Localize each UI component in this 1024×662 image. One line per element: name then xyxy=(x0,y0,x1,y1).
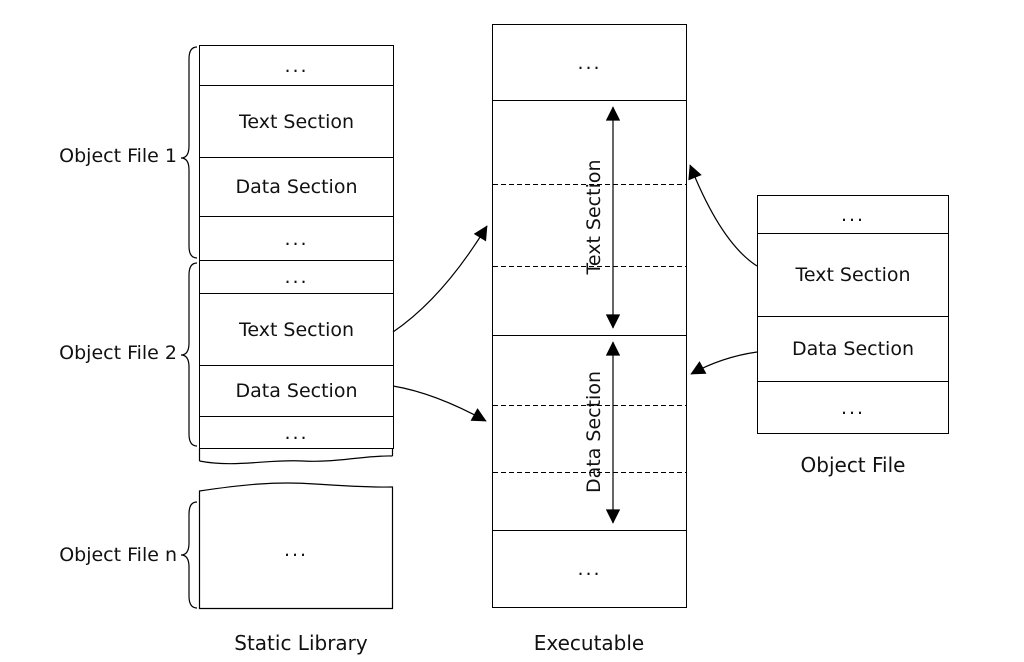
object-file-caption: Object File xyxy=(800,453,906,477)
executable-row-ellipsis-top: ... xyxy=(493,25,686,101)
objfile2-row-text-section: Text Section xyxy=(200,294,393,366)
static-library-box: ... Text Section Data Section ... ... Te… xyxy=(199,45,394,449)
object-file-n-label: Object File n xyxy=(59,544,177,566)
objfile-row-ellipsis-top: ... xyxy=(758,196,948,234)
executable-box: ... ... xyxy=(492,24,687,608)
executable-data-section-label: Data Section xyxy=(583,371,605,493)
objfile-row-text-section: Text Section xyxy=(758,234,948,317)
objfile2-row-data-section: Data Section xyxy=(200,366,393,417)
arrow-object-file-text-to-executable xyxy=(688,164,758,267)
static-library-caption: Static Library xyxy=(234,631,368,655)
objfile1-row-data-section: Data Section xyxy=(200,158,393,217)
arrow-library-data-to-executable xyxy=(392,385,487,422)
objfile1-row-ellipsis-bottom: ... xyxy=(200,217,393,261)
objfile2-row-ellipsis-bottom: ... xyxy=(200,417,393,449)
object-file-2-brace xyxy=(180,262,198,447)
object-file-n-brace xyxy=(180,501,198,609)
object-file-2-label: Object File 2 xyxy=(59,342,177,364)
objfile1-row-ellipsis-top: ... xyxy=(200,46,393,86)
objfile1-row-text-section: Text Section xyxy=(200,86,393,158)
objfile2-row-ellipsis-top: ... xyxy=(200,261,393,294)
library-torn-bottom-edge xyxy=(198,449,394,465)
executable-text-section-region xyxy=(493,101,686,336)
object-file-box: ... Text Section Data Section ... xyxy=(757,195,949,434)
executable-caption: Executable xyxy=(533,631,645,655)
arrow-object-file-data-to-executable xyxy=(690,351,758,375)
object-file-1-brace xyxy=(180,46,198,259)
object-file-1-label: Object File 1 xyxy=(59,145,177,167)
executable-data-section-region xyxy=(493,336,686,531)
objfilen-row-ellipsis: ... xyxy=(283,539,309,561)
executable-row-ellipsis-bottom: ... xyxy=(577,558,602,580)
executable-text-section-label: Text Section xyxy=(583,159,605,275)
objfile-row-data-section: Data Section xyxy=(758,317,948,382)
arrow-library-text-to-executable xyxy=(392,225,488,333)
objfile-row-ellipsis-bottom: ... xyxy=(840,396,866,419)
